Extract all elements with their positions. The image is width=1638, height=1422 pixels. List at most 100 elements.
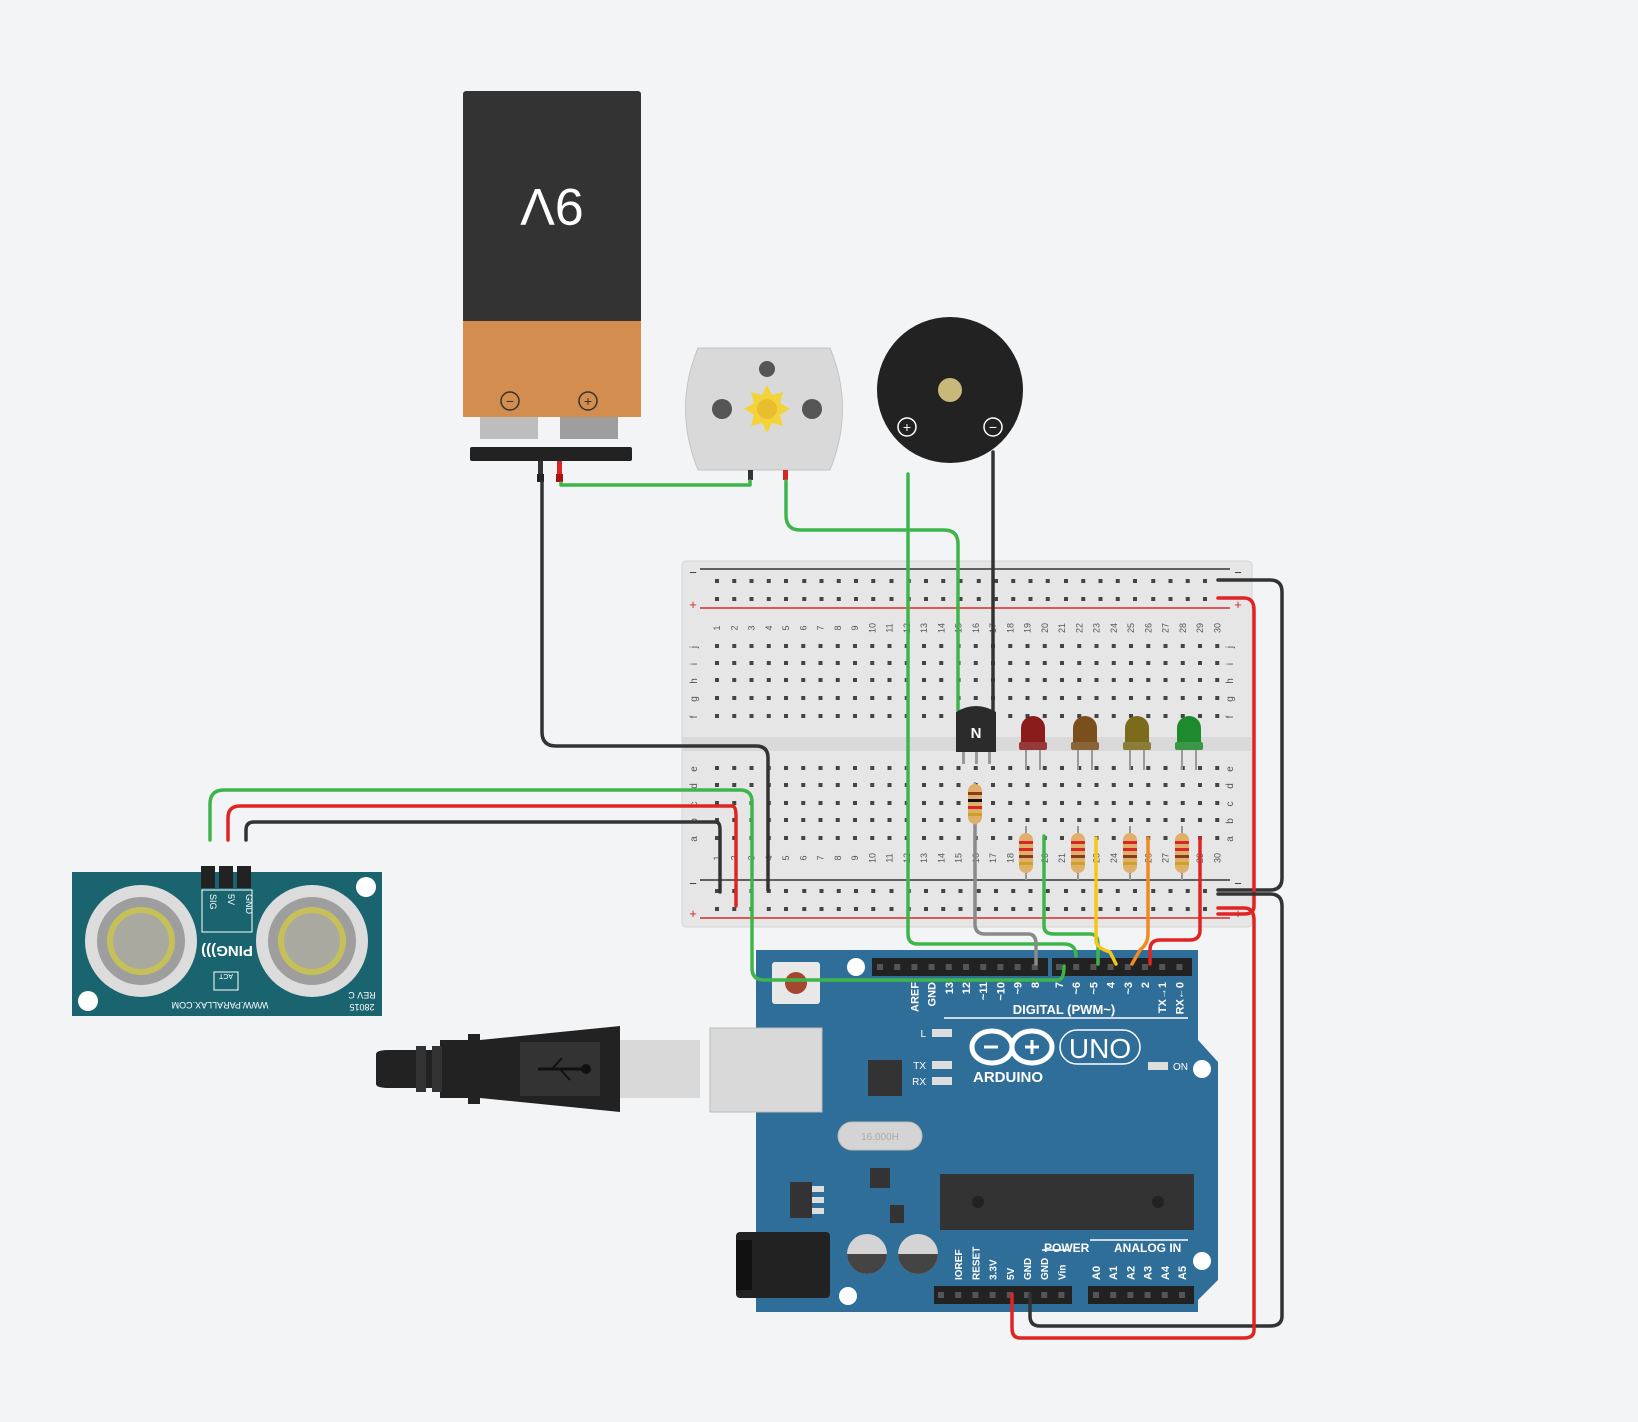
ping-pin-label-5v: 5V bbox=[226, 894, 236, 905]
digital-pin-label: AREF bbox=[909, 982, 921, 1012]
row-letter: c bbox=[1225, 802, 1236, 807]
wire-gnd-to-arduino[interactable] bbox=[1028, 892, 1284, 1328]
resistor[interactable] bbox=[1175, 826, 1189, 880]
analog-pin-label: A1 bbox=[1108, 1266, 1120, 1280]
top-minus-label: − bbox=[689, 565, 697, 580]
power-jack[interactable] bbox=[736, 1232, 830, 1298]
motor-screw-right bbox=[802, 399, 822, 419]
ping-pin-5v[interactable] bbox=[219, 866, 233, 888]
wire-led2-to-pin[interactable] bbox=[1130, 836, 1150, 966]
digital-pin-label: ~3 bbox=[1123, 982, 1135, 995]
wire-battery-plus-to-motor[interactable] bbox=[559, 479, 752, 487]
column-number: 1 bbox=[712, 625, 722, 630]
bottom-pin-holes bbox=[938, 1292, 1185, 1298]
transistor-leg-2 bbox=[975, 748, 978, 764]
power-pin-label: GND bbox=[1023, 1258, 1034, 1280]
ping-revision: REV C bbox=[348, 990, 376, 1000]
battery-snap-minus bbox=[480, 417, 538, 439]
capacitor-1-band bbox=[847, 1254, 887, 1274]
wire-led3-to-pin[interactable] bbox=[1094, 836, 1118, 966]
led[interactable] bbox=[1019, 716, 1047, 770]
analog-pin-label: A0 bbox=[1091, 1266, 1103, 1280]
wire-buzzer-plus-to-pin[interactable] bbox=[906, 472, 1078, 958]
battery-clip bbox=[470, 447, 632, 461]
resistor[interactable] bbox=[968, 782, 982, 826]
dc-motor[interactable] bbox=[685, 347, 843, 480]
small-chip bbox=[870, 1168, 890, 1188]
row-letter: j bbox=[1225, 646, 1236, 649]
led-label-rx: RX bbox=[912, 1077, 926, 1088]
column-number: 27 bbox=[1161, 853, 1171, 863]
ping-pin-sig[interactable] bbox=[201, 866, 215, 888]
tiny-chip bbox=[890, 1205, 904, 1223]
column-number: 8 bbox=[833, 855, 843, 860]
atmega-dot bbox=[1152, 1196, 1164, 1208]
column-number: 11 bbox=[885, 623, 895, 632]
ping-transducer-right-center bbox=[284, 913, 340, 969]
resistor[interactable] bbox=[1019, 826, 1033, 880]
wire-resistor-to-pin[interactable] bbox=[973, 816, 1038, 966]
column-number: 4 bbox=[764, 625, 774, 630]
ping-act-box bbox=[213, 971, 239, 991]
ping-transducer-left-center bbox=[113, 913, 169, 969]
battery-9v[interactable]: 9V − + bbox=[463, 91, 641, 482]
npn-transistor[interactable]: N bbox=[956, 706, 996, 764]
digital-pin-label: ~6 bbox=[1071, 982, 1083, 995]
transistor-leg-3 bbox=[988, 748, 991, 764]
column-number: 6 bbox=[798, 625, 808, 630]
row-letter: d bbox=[689, 783, 700, 789]
ping-mount-hole-2 bbox=[78, 991, 98, 1011]
wire-ping-gnd[interactable] bbox=[244, 820, 722, 894]
wire-5v-to-arduino[interactable] bbox=[1010, 906, 1256, 1340]
wire-led1-to-pin[interactable] bbox=[1148, 836, 1202, 966]
wire-ping-5v[interactable] bbox=[226, 804, 738, 908]
column-number: 3 bbox=[747, 625, 757, 630]
battery-minus-symbol: − bbox=[506, 393, 514, 409]
row-letter: h bbox=[689, 678, 700, 684]
wires bbox=[208, 450, 1284, 1340]
digital-pin-label: 12 bbox=[961, 982, 973, 994]
top-plus-label-right: + bbox=[1234, 597, 1242, 612]
digital-pin-label: ~5 bbox=[1088, 982, 1100, 995]
column-number: 13 bbox=[919, 853, 929, 863]
led[interactable] bbox=[1123, 716, 1151, 770]
digital-pin-label: ~11 bbox=[978, 982, 990, 1000]
power-pin-label: GND bbox=[1040, 1258, 1051, 1280]
mount-hole-4 bbox=[839, 1287, 857, 1305]
column-number: 13 bbox=[919, 623, 929, 633]
wire-gnd-rails[interactable] bbox=[1216, 578, 1284, 892]
wire-motor-to-transistor[interactable] bbox=[784, 479, 960, 712]
power-pin-label: 5V bbox=[1006, 1267, 1017, 1280]
column-number: 15 bbox=[954, 853, 964, 863]
resistor[interactable] bbox=[1123, 826, 1137, 880]
ping-ultrasonic-sensor[interactable]: SIG 5V GND PING))) ACT WWW.PARALLAX.COM … bbox=[72, 866, 382, 1016]
led[interactable] bbox=[1175, 716, 1203, 770]
ping-pin-label-sig: SIG bbox=[208, 894, 218, 910]
analog-pin-label: A5 bbox=[1177, 1266, 1189, 1280]
led-label-tx: TX bbox=[913, 1061, 926, 1072]
motor-lead-red bbox=[783, 470, 788, 480]
ping-pin-gnd[interactable] bbox=[237, 866, 251, 888]
wire-5v-rails[interactable] bbox=[1216, 596, 1256, 916]
wire-ping-sig[interactable] bbox=[208, 788, 1066, 982]
column-number: 8 bbox=[833, 625, 843, 630]
led[interactable] bbox=[1071, 716, 1099, 770]
column-number: 18 bbox=[1005, 853, 1015, 863]
resistor[interactable] bbox=[1071, 826, 1085, 880]
power-jack-opening bbox=[736, 1240, 752, 1290]
piezo-buzzer[interactable]: + − bbox=[877, 317, 1023, 463]
digital-pin-label: 4 bbox=[1106, 981, 1118, 988]
column-number: 1 bbox=[712, 855, 722, 860]
analog-section-label: ANALOG IN bbox=[1114, 1241, 1181, 1255]
row-letter: j bbox=[689, 646, 700, 649]
led-l bbox=[932, 1029, 952, 1037]
usb-cable[interactable] bbox=[376, 1026, 700, 1112]
column-number: 10 bbox=[867, 623, 877, 633]
wire-battery-minus-to-gnd-rail[interactable] bbox=[540, 480, 770, 892]
usb-port[interactable] bbox=[709, 1027, 823, 1113]
reset-button-cap[interactable] bbox=[785, 972, 807, 994]
column-number: 5 bbox=[781, 625, 791, 630]
row-letter: i bbox=[1225, 663, 1236, 665]
